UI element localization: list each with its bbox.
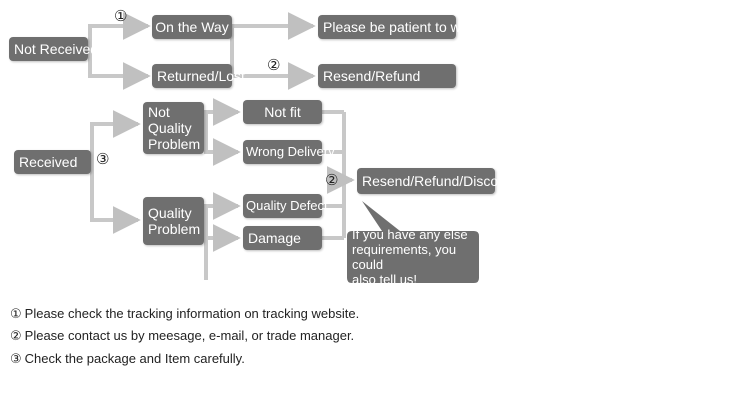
node-quality-problem: Quality Problem <box>143 197 204 245</box>
note-2-text: Please contact us by meesage, e-mail, or… <box>24 328 355 343</box>
marker-3: ③ <box>96 150 110 168</box>
callout-bubble <box>347 201 479 283</box>
connector-received-to-not-quality <box>90 110 141 162</box>
note-3-number: ③ <box>10 352 22 367</box>
marker-1: ① <box>114 7 128 25</box>
connector-qp-to-quality-defect <box>204 192 241 220</box>
connector-qp-to-damage <box>204 220 241 252</box>
callout-text: If you have any else requirements, you c… <box>352 227 468 287</box>
node-not-fit: Not fit <box>243 100 322 124</box>
connector-received-to-quality <box>90 162 141 234</box>
note-1-text: Please check the tracking information on… <box>24 306 360 321</box>
node-returned-lost: Returned/Lost <box>152 64 245 88</box>
node-damage: Damage <box>243 226 322 250</box>
node-please-wait: Please be patient to wait <box>318 15 476 39</box>
node-on-the-way: On the Way <box>152 15 232 39</box>
marker-2-top: ② <box>267 56 281 74</box>
note-2-number: ② <box>10 329 22 344</box>
node-received: Received <box>14 150 91 174</box>
connector-nqp-to-wrong-delivery <box>204 124 241 166</box>
note-1-number: ① <box>10 307 22 322</box>
connector-not-received-to-returned-lost <box>88 48 151 90</box>
node-resend-refund-discount: Resend/Refund/Discount <box>357 168 518 194</box>
node-not-received: Not Received <box>9 37 98 61</box>
node-not-quality-problem: Not Quality Problem <box>143 102 204 154</box>
connector-nqp-to-not-fit <box>204 98 241 126</box>
node-resend-refund: Resend/Refund <box>318 64 456 88</box>
node-wrong-delivery: Wrong Delivery <box>243 140 335 164</box>
marker-2-mid: ② <box>325 171 339 189</box>
connector-not-received-to-on-the-way <box>88 12 151 48</box>
node-quality-defect: Quality Defect <box>243 194 328 218</box>
note-3-text: Check the package and Item carefully. <box>24 351 245 366</box>
